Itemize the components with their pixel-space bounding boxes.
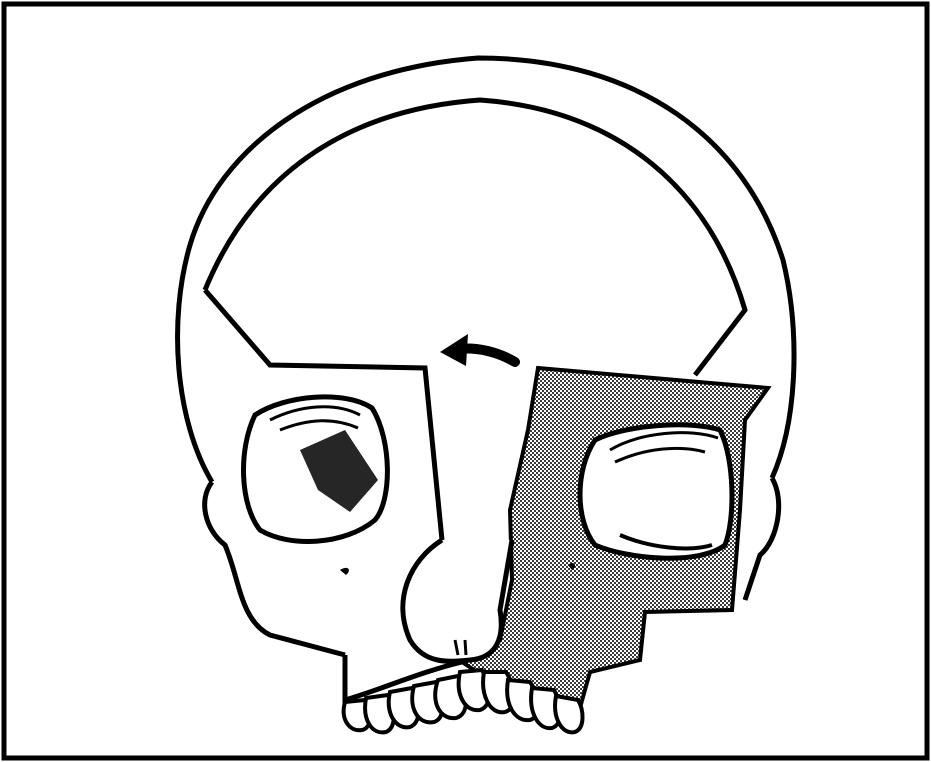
frontal-osteotomy-outline	[205, 100, 745, 375]
rotation-arrow-head	[440, 334, 468, 366]
left-zygoma-outline	[745, 478, 779, 600]
infraorbital-foramen-mark	[340, 568, 349, 575]
tooth	[555, 696, 582, 732]
nasal-outline	[403, 540, 512, 661]
left-orbit-outline	[580, 425, 732, 558]
